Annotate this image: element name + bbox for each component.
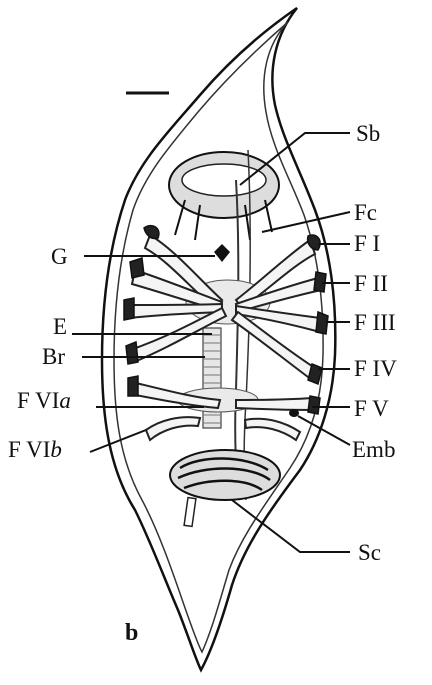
lower-sac-stem (184, 498, 196, 527)
label-f6a-suffix: a (59, 388, 71, 413)
panel-label: b (125, 620, 138, 646)
label-sb: Sb (356, 121, 380, 146)
label-br: Br (42, 344, 65, 369)
label-f6a: F VIa (17, 388, 71, 413)
label-f6a-main: F VI (17, 388, 59, 413)
label-f4: F IV (354, 356, 397, 381)
label-f2: F II (354, 271, 388, 296)
label-g: G (51, 244, 68, 269)
label-sc: Sc (358, 540, 381, 565)
upper-sac-inner (182, 164, 266, 196)
label-f3: F III (354, 310, 396, 335)
label-f6b-main: F VI (8, 437, 50, 462)
label-f5: F V (354, 396, 389, 421)
ganglion (214, 244, 230, 262)
label-fc: Fc (354, 200, 377, 225)
lower-arm-right (245, 419, 300, 440)
label-f6b-suffix: b (50, 437, 62, 462)
label-f6b: F VIb (8, 437, 62, 462)
label-e: E (53, 314, 67, 339)
label-emb: Emb (352, 437, 395, 462)
label-f1: F I (354, 231, 380, 256)
embryo (289, 409, 299, 417)
lower-arm-left (146, 417, 200, 440)
